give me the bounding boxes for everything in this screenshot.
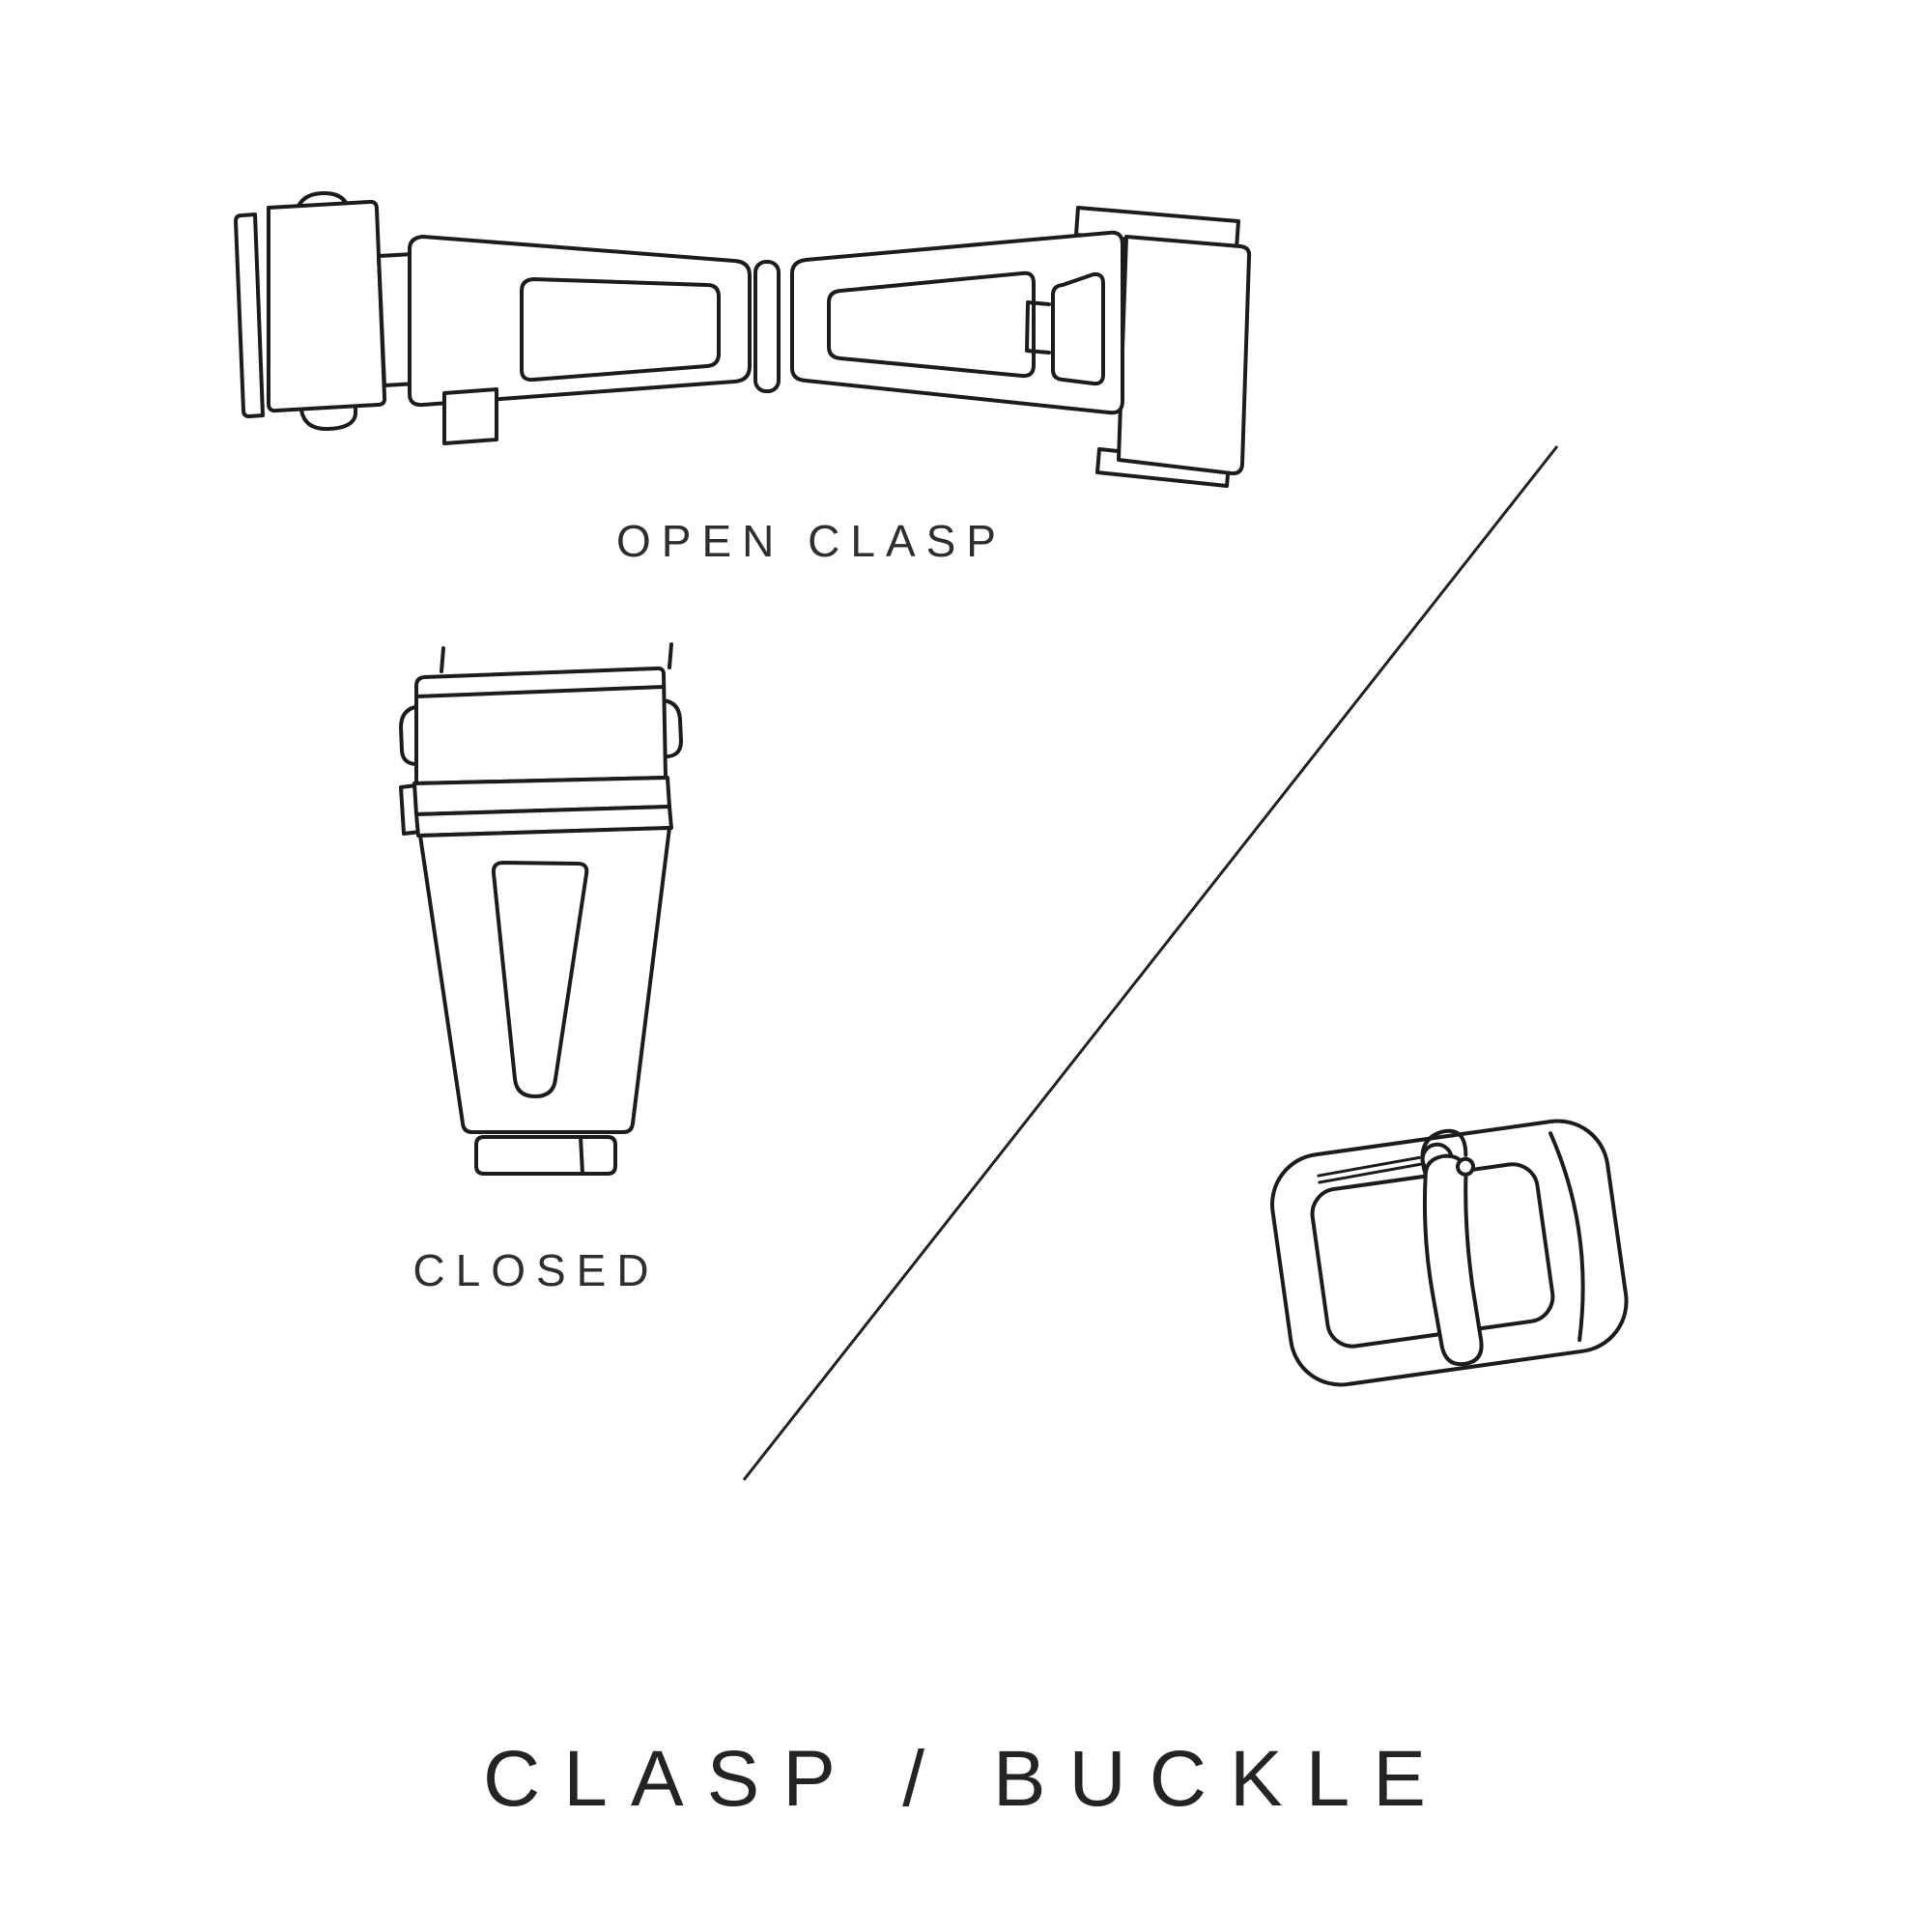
open-clasp-caption: OPEN CLASP: [616, 516, 1007, 566]
open-clasp-illustration: [213, 179, 1304, 507]
closed-clasp-drawing: [399, 642, 683, 1176]
closed-clasp-caption: CLOSED: [412, 1245, 660, 1295]
open-clasp-drawing: [234, 190, 1252, 488]
buckle-illustration: [1241, 1087, 1657, 1415]
closed-clasp-illustration: [382, 642, 700, 1183]
buckle-drawing: [1270, 1119, 1629, 1387]
page-title: CLASP / BUCKLE: [483, 1735, 1449, 1823]
